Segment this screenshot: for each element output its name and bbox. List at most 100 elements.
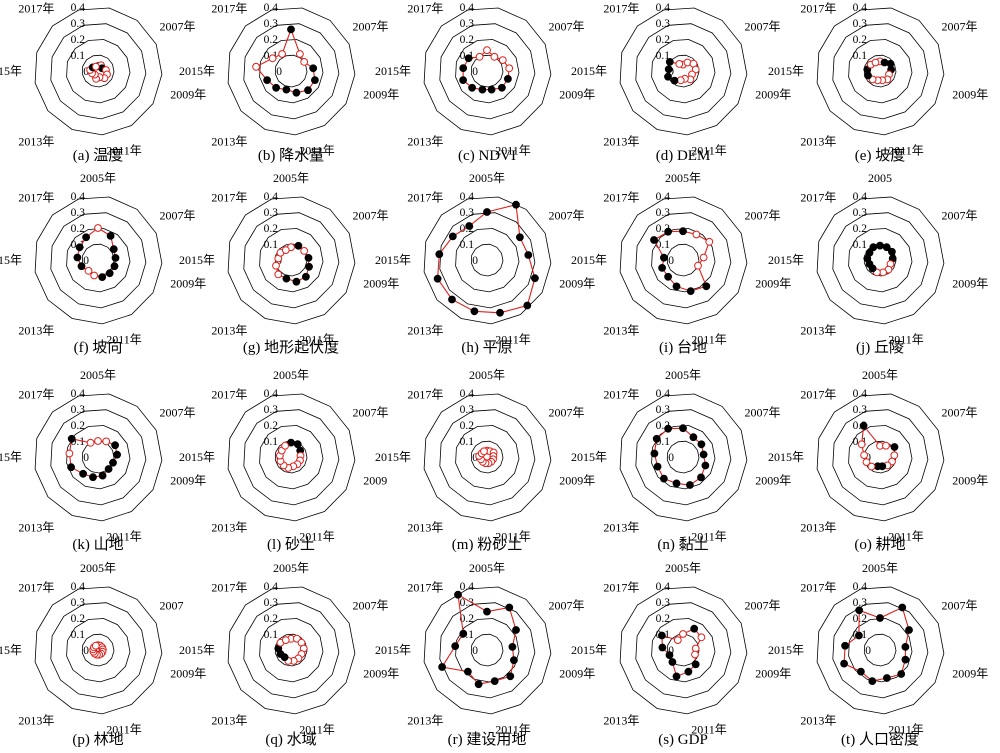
data-point	[110, 262, 119, 271]
series-line	[441, 593, 517, 685]
data-point	[668, 658, 677, 666]
data-point	[82, 233, 90, 242]
year-label: 2015年	[571, 450, 607, 464]
data-point	[512, 200, 520, 209]
year-label: 2009年	[559, 88, 595, 102]
grid-ring	[423, 393, 552, 522]
tick-label: 0	[83, 66, 89, 78]
data-point	[670, 76, 679, 85]
year-label: 2007年	[549, 405, 585, 419]
year-label: 2005年	[665, 368, 701, 382]
data-point	[483, 208, 491, 216]
year-label: 2005	[868, 171, 892, 185]
year-label: 2015年	[375, 64, 411, 78]
data-point	[311, 76, 319, 84]
grid-ring	[635, 409, 732, 506]
year-label: 2009年	[952, 277, 988, 291]
tick-label: 0.4	[71, 2, 86, 14]
data-point	[690, 624, 699, 633]
year-label: 2009年	[170, 667, 206, 681]
year-label: 2015年	[0, 643, 22, 657]
data-point	[464, 667, 472, 676]
year-label: 2015年	[179, 64, 215, 78]
panel-caption: (s) GDP	[658, 732, 708, 748]
year-label: 2009年	[755, 667, 791, 681]
tick-label: 0.2	[460, 34, 475, 46]
year-label: 2013年	[18, 134, 54, 148]
year-label: 2015年	[571, 253, 607, 267]
panel-caption: (g) 地形起伏度	[243, 339, 339, 356]
year-label: 2005年	[469, 368, 505, 382]
data-point	[508, 643, 517, 651]
data-point	[282, 274, 291, 283]
year-label: 2009年	[755, 474, 791, 488]
data-point	[897, 670, 906, 678]
data-point	[281, 441, 290, 450]
data-point	[272, 261, 280, 270]
radar-panel: 00.10.20.30.42005年2007年2009年2011年2013年20…	[375, 171, 595, 356]
tick-label: 0.3	[853, 404, 868, 416]
tick-label: 0.2	[656, 34, 671, 46]
year-label: 2017年	[407, 581, 443, 595]
tick-label: 0	[865, 645, 871, 657]
tick-label: 0.3	[853, 597, 868, 609]
radar-panel: 00.10.20.30.42005年20072009年2011年2013年201…	[0, 561, 206, 748]
tick-label: 0.2	[264, 613, 279, 625]
data-point	[77, 262, 86, 271]
grid-ring	[243, 212, 340, 309]
year-label: 2009年	[363, 277, 399, 291]
data-point	[694, 261, 702, 270]
year-label: 2009年	[170, 277, 206, 291]
year-label: 2017年	[603, 388, 639, 402]
year-label: 2015年	[768, 643, 804, 657]
year-label: 2007年	[549, 598, 585, 612]
tick-label: 0	[472, 452, 478, 464]
panel-caption: (b) 降水量	[258, 147, 324, 164]
data-point	[857, 440, 866, 449]
year-label: 2005年	[862, 368, 898, 382]
grid-ring	[470, 243, 504, 277]
tick-label: 0.3	[460, 18, 475, 30]
radar-panel: 00.10.20.30.42005年2007年2009年2011年2013年20…	[179, 561, 399, 748]
data-point	[438, 663, 447, 671]
year-label: 2017年	[211, 191, 247, 205]
data-point	[75, 243, 84, 252]
data-point	[433, 274, 442, 283]
data-point	[702, 282, 711, 291]
tick-label: 0	[865, 452, 871, 464]
year-label: 2017年	[407, 2, 443, 16]
year-label: 2015年	[375, 643, 411, 657]
year-label: 2013年	[800, 323, 836, 337]
year-label: 2011年	[691, 529, 727, 543]
data-point	[890, 443, 899, 451]
grid-ring	[259, 39, 324, 104]
data-point	[883, 674, 891, 682]
data-point	[672, 479, 681, 488]
data-point	[901, 655, 910, 664]
tick-label: 0.1	[264, 629, 279, 641]
data-point	[523, 301, 532, 310]
data-point	[689, 433, 698, 442]
year-label: 2007年	[549, 19, 585, 33]
year-label: 2013年	[211, 134, 247, 148]
tick-label: 0.3	[460, 404, 475, 416]
grid-ring	[832, 409, 929, 506]
data-point	[67, 463, 75, 472]
tick-label: 0.4	[460, 581, 475, 593]
tick-label: 0	[83, 645, 89, 657]
year-label: 2013年	[211, 323, 247, 337]
grid-ring	[243, 409, 340, 506]
data-point	[505, 603, 514, 612]
year-label: 2013年	[800, 520, 836, 534]
data-point	[869, 243, 878, 252]
grid-ring	[34, 7, 163, 136]
year-label: 2015年	[768, 450, 804, 464]
year-label: 2013年	[800, 134, 836, 148]
data-point	[305, 262, 313, 271]
data-point	[470, 307, 479, 316]
tick-label: 0.3	[264, 18, 279, 30]
data-point	[281, 636, 290, 644]
tick-label: 0.1	[853, 50, 868, 62]
data-point	[512, 626, 520, 634]
year-label: 2005年	[273, 171, 309, 185]
